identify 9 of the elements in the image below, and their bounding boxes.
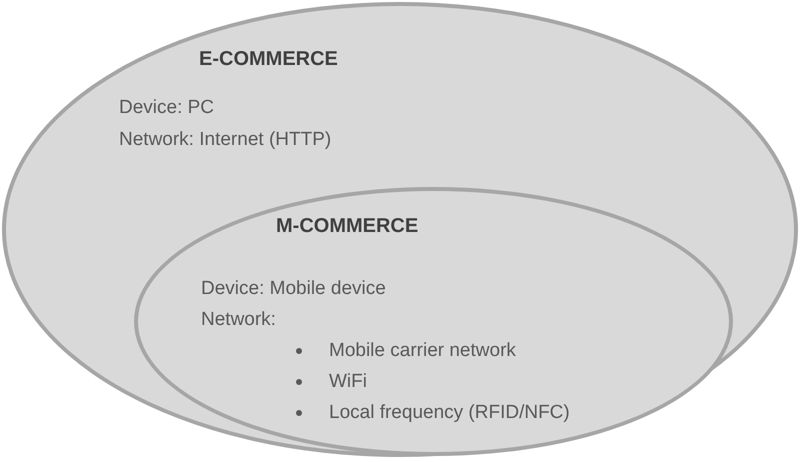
region-text: Device: PC — [119, 96, 214, 120]
region-text: Network: — [201, 308, 276, 332]
bullet-item: Mobile carrier network — [329, 339, 516, 363]
region-text: Device: Mobile device — [201, 277, 386, 301]
bullet-item: WiFi — [329, 370, 367, 394]
region-text: Network: Internet (HTTP) — [119, 128, 332, 152]
region-heading: E-COMMERCE — [199, 48, 338, 71]
region-heading: M-COMMERCE — [276, 215, 418, 238]
bullet-item: Local frequency (RFID/NFC) — [329, 401, 570, 425]
